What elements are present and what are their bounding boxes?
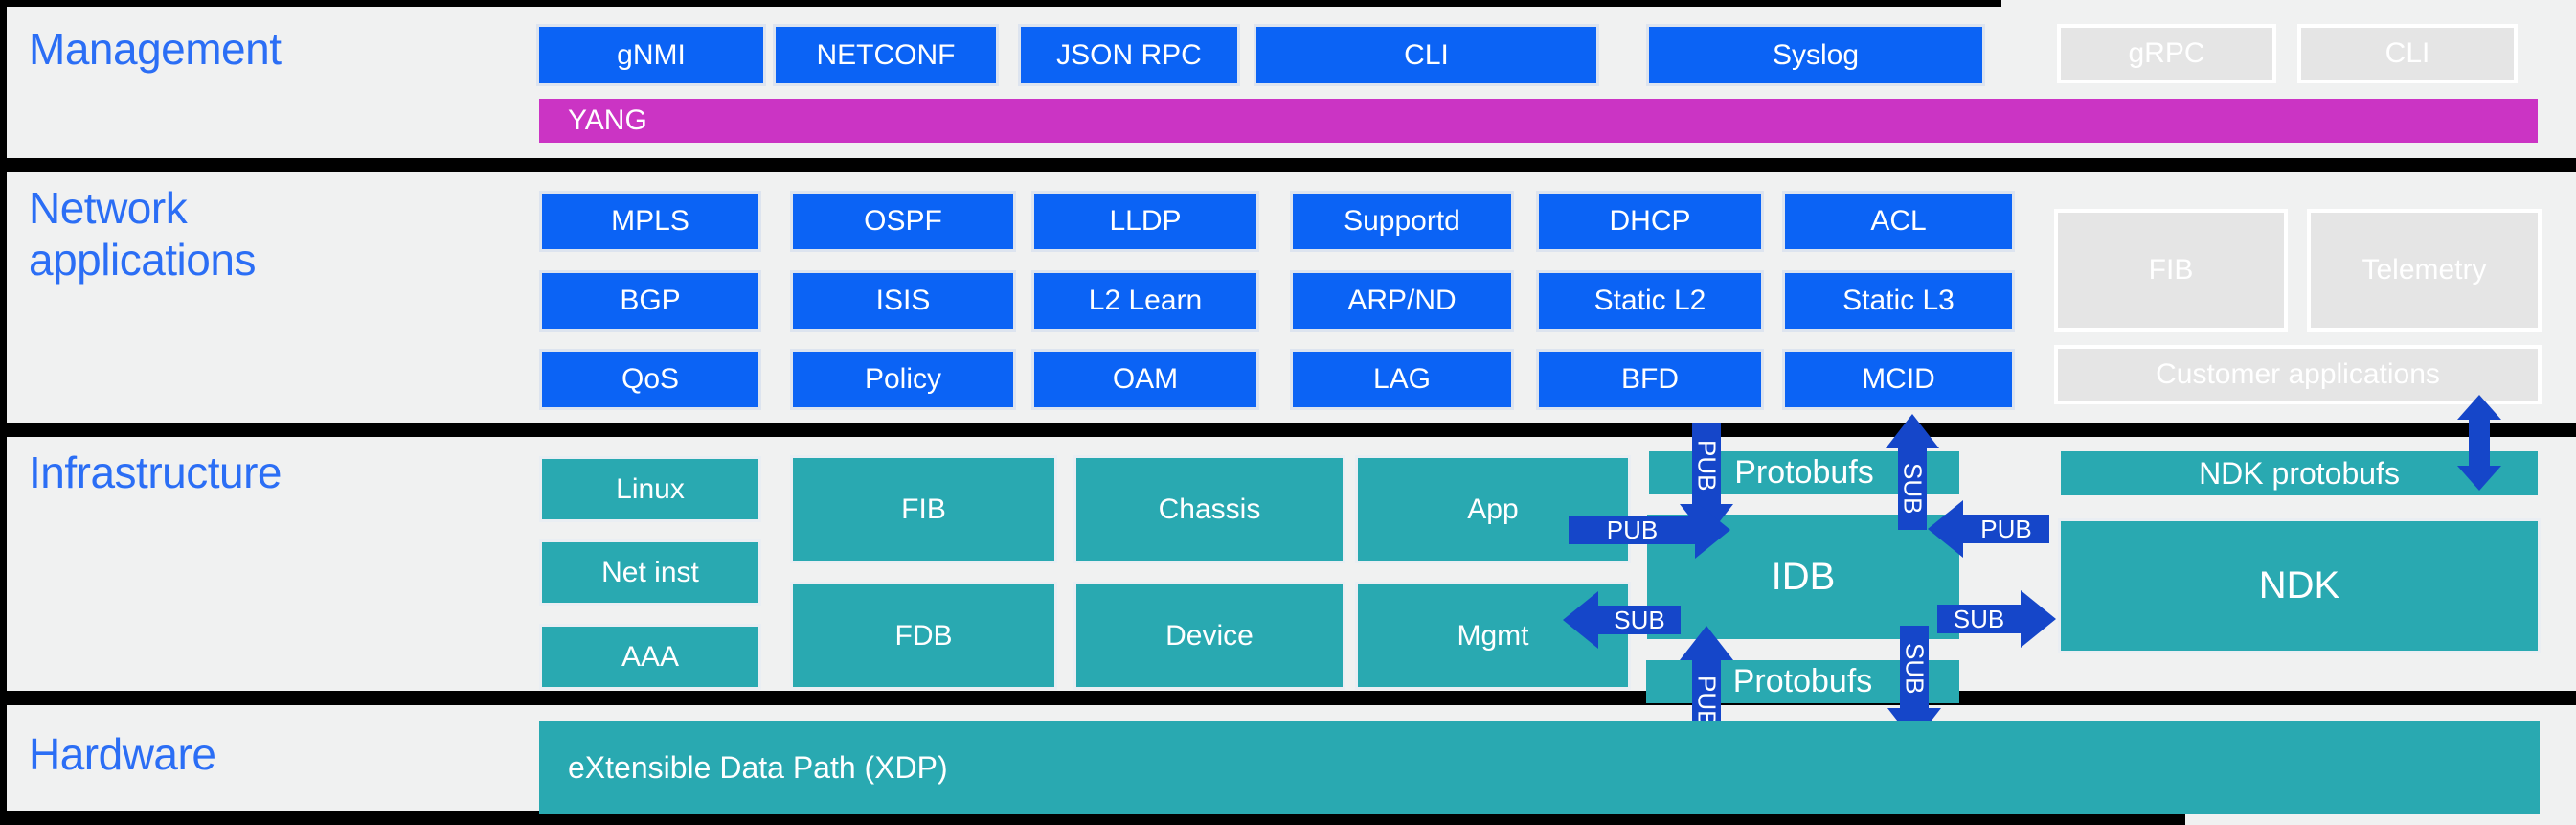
netapp-button-mcid: MCID xyxy=(1782,349,2015,410)
arrowhead-left-icon xyxy=(1928,500,1963,558)
management-button-cli-disabled: CLI xyxy=(2297,24,2518,83)
netapp-button-supportd: Supportd xyxy=(1290,191,1514,252)
netapp-button-lldp: LLDP xyxy=(1031,191,1259,252)
yang-bar: YANG xyxy=(539,99,2538,143)
network-applications-title-line1: Network xyxy=(29,183,188,233)
arrowhead-right-icon xyxy=(1695,501,1730,559)
sub-label: SUB xyxy=(1953,604,2005,633)
infra-box-device: Device xyxy=(1073,582,1345,690)
pub-label: PUB xyxy=(1606,515,1659,544)
arrowhead-left-icon xyxy=(1563,591,1598,649)
pub-label: PUB xyxy=(1980,514,2032,543)
layer-divider-3 xyxy=(0,691,2576,705)
netapp-button-l2-learn: L2 Learn xyxy=(1031,270,1259,332)
netapp-box-fib-disabled: FIB xyxy=(2054,209,2288,332)
arrowhead-down-icon xyxy=(2457,466,2501,491)
frame-top xyxy=(0,0,2001,7)
infra-box-aaa: AAA xyxy=(539,624,761,690)
infra-box-fdb: FDB xyxy=(790,582,1057,690)
management-button-json-rpc: JSON RPC xyxy=(1018,24,1240,86)
management-button-syslog: Syslog xyxy=(1646,24,1985,86)
netapp-button-bgp: BGP xyxy=(539,270,761,332)
hardware-layer-title: Hardware xyxy=(29,729,216,779)
netapp-button-isis: ISIS xyxy=(790,270,1016,332)
management-button-cli: CLI xyxy=(1254,24,1599,86)
netapp-button-arp-nd: ARP/ND xyxy=(1290,270,1514,332)
netapp-button-dhcp: DHCP xyxy=(1536,191,1764,252)
infra-box-chassis: Chassis xyxy=(1073,455,1345,563)
infra-box-net-inst: Net inst xyxy=(539,539,761,606)
arrowhead-up-icon xyxy=(1886,414,1939,448)
netapp-button-lag: LAG xyxy=(1290,349,1514,410)
netapp-button-ospf: OSPF xyxy=(790,191,1016,252)
netapp-box-customer-applications: Customer applications xyxy=(2054,345,2542,404)
xdp-bar: eXtensible Data Path (XDP) xyxy=(539,721,2540,814)
layer-divider-1 xyxy=(0,158,2576,172)
management-button-grpc-disabled: gRPC xyxy=(2057,24,2276,83)
netapp-box-telemetry-disabled: Telemetry xyxy=(2307,209,2542,332)
netapp-button-static-l3: Static L3 xyxy=(1782,270,2015,332)
management-button-gnmi: gNMI xyxy=(536,24,766,86)
pub-label: PUB xyxy=(1692,440,1722,492)
sub-label: SUB xyxy=(1898,463,1928,515)
netapp-button-acl: ACL xyxy=(1782,191,2015,252)
management-layer-title: Management xyxy=(29,24,282,74)
network-applications-title-line2: applications xyxy=(29,235,256,285)
management-button-netconf: NETCONF xyxy=(773,24,999,86)
network-applications-layer-title: Network applications xyxy=(29,182,256,286)
netapp-button-policy: Policy xyxy=(790,349,1016,410)
arrowhead-up-icon xyxy=(2457,395,2501,420)
ndk-box: NDK xyxy=(2058,518,2541,653)
infra-box-linux: Linux xyxy=(539,456,761,522)
pub-label: PUB xyxy=(1692,676,1722,727)
sub-label: SUB xyxy=(1900,643,1930,695)
netapp-button-bfd: BFD xyxy=(1536,349,1764,410)
netapp-button-static-l2: Static L2 xyxy=(1536,270,1764,332)
frame-left xyxy=(0,0,7,811)
sub-label: SUB xyxy=(1614,605,1665,634)
netapp-button-qos: QoS xyxy=(539,349,761,410)
infra-box-fib: FIB xyxy=(790,455,1057,563)
arrowhead-right-icon xyxy=(2021,590,2056,648)
netapp-button-mpls: MPLS xyxy=(539,191,761,252)
netapp-button-oam: OAM xyxy=(1031,349,1259,410)
layer-divider-2 xyxy=(0,423,2576,437)
arrowhead-up-icon xyxy=(1680,626,1733,660)
infrastructure-layer-title: Infrastructure xyxy=(29,447,282,497)
